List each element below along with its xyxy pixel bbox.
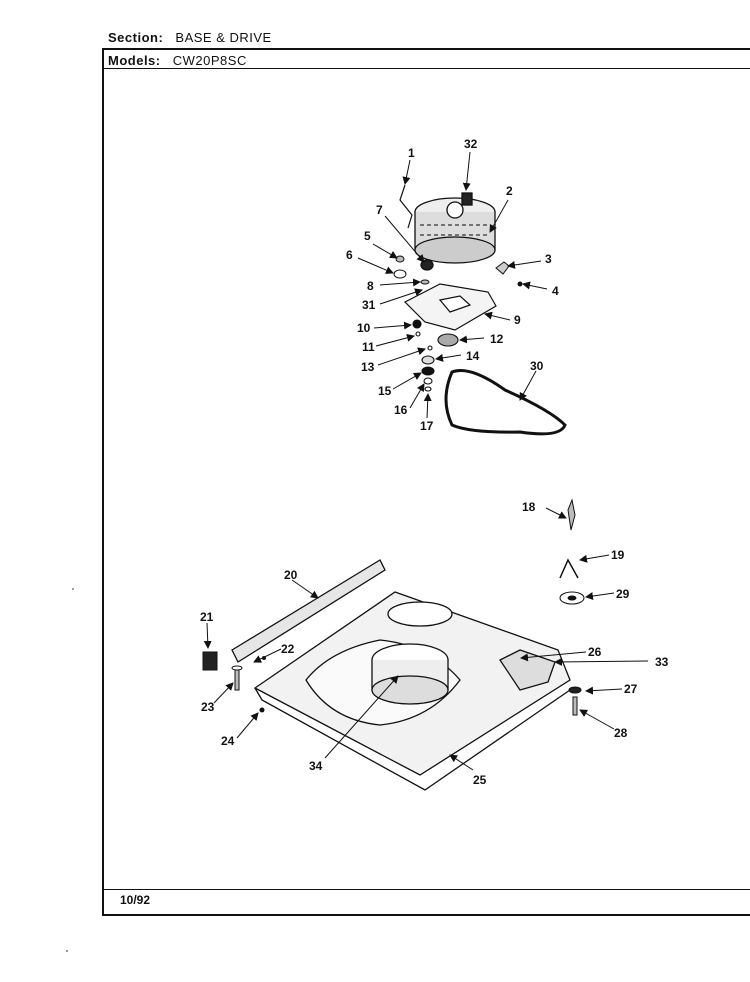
- motor-wire: [399, 184, 413, 229]
- callout-19: 19: [611, 548, 625, 562]
- drain-hose-clip: [559, 498, 585, 605]
- callout-15: 15: [378, 384, 392, 398]
- drive-belt: [444, 369, 567, 436]
- callout-29: 29: [616, 587, 630, 601]
- callout-25: 25: [473, 773, 487, 787]
- scan-speck: [72, 588, 74, 590]
- callout-5: 5: [364, 229, 371, 243]
- section-label: Section:: [108, 30, 164, 45]
- header-rule: [102, 68, 750, 69]
- callout-33: 33: [655, 655, 669, 669]
- callout-20: 20: [284, 568, 298, 582]
- callout-30: 30: [530, 359, 544, 373]
- callout-32: 32: [464, 137, 478, 151]
- callout-23: 23: [201, 700, 215, 714]
- callout-13: 13: [361, 360, 375, 374]
- scan-speck: [66, 950, 68, 952]
- models-value: CW20P8SC: [172, 53, 247, 68]
- motor: [414, 192, 496, 271]
- leveling-foot-hardware: [202, 651, 266, 713]
- callout-leaders: [203, 151, 649, 771]
- callout-22: 22: [281, 642, 295, 656]
- callout-2: 2: [506, 184, 513, 198]
- section-header: Section: BASE & DRIVE: [108, 30, 272, 45]
- base-plate: [253, 591, 571, 791]
- callout-34: 34: [309, 759, 323, 773]
- callout-17: 17: [420, 419, 434, 433]
- callout-10: 10: [357, 321, 371, 335]
- base-rail: [231, 559, 386, 663]
- callout-6: 6: [346, 248, 353, 262]
- callout-11: 11: [362, 340, 375, 354]
- leveling-leg: [568, 686, 582, 716]
- pulley-stack: [412, 319, 459, 392]
- callout-8: 8: [367, 279, 374, 293]
- mounting-plate: [403, 283, 497, 331]
- models-header: Models: CW20P8SC: [108, 53, 247, 68]
- callout-18: 18: [522, 500, 536, 514]
- callout-27: 27: [624, 682, 638, 696]
- callout-1: 1: [408, 146, 415, 160]
- callout-24: 24: [221, 734, 235, 748]
- callout-7: 7: [376, 203, 383, 217]
- callout-4: 4: [552, 284, 559, 298]
- models-label: Models:: [108, 53, 161, 68]
- callout-16: 16: [394, 403, 408, 417]
- callout-21: 21: [200, 610, 214, 624]
- callout-labels: 1 2 3 4 5 6 7 8 9 10 11 12 13 14 15 16 1…: [200, 137, 669, 787]
- callout-3: 3: [545, 252, 552, 266]
- footer-rule: [102, 889, 750, 890]
- revision-date: 10/92: [120, 893, 151, 907]
- callout-28: 28: [614, 726, 628, 740]
- section-value: BASE & DRIVE: [175, 30, 272, 45]
- motor-hardware: [393, 255, 430, 285]
- callout-12: 12: [490, 332, 504, 346]
- callout-26: 26: [588, 645, 602, 659]
- callout-31: 31: [362, 298, 376, 312]
- callout-14: 14: [466, 349, 480, 363]
- callout-9: 9: [514, 313, 521, 327]
- page-frame: [102, 48, 750, 916]
